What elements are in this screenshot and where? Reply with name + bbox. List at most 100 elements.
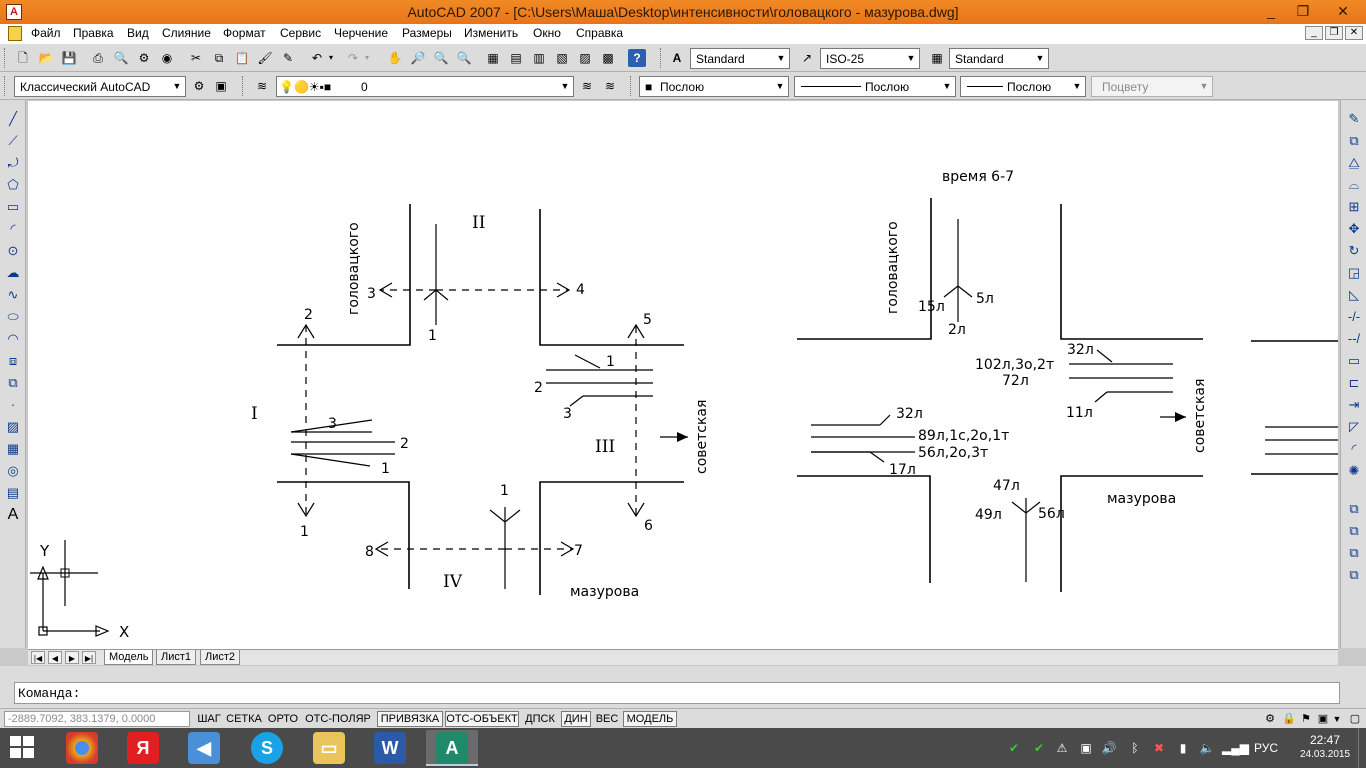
color-select[interactable]: ■ Послою ▼ <box>639 76 789 97</box>
text-style-select[interactable]: Standard ▼ <box>690 48 790 69</box>
clock[interactable]: 22:47 24.03.2015 <box>1300 733 1350 762</box>
network-icon[interactable]: ▂▄▆ <box>1222 741 1249 755</box>
communication-center-icon[interactable]: ⚙ <box>1265 713 1275 725</box>
text-style-icon[interactable]: A <box>672 51 682 65</box>
status-menu-icon[interactable]: ▼ <box>1332 714 1342 724</box>
doc-restore-button[interactable]: ❐ <box>1325 26 1343 40</box>
workspace-select[interactable]: Классический AutoCAD ▼ <box>14 76 186 97</box>
tray-settings-icon[interactable]: ▣ <box>1317 713 1329 725</box>
line-icon[interactable]: ╱ <box>9 111 17 126</box>
start-button[interactable] <box>10 736 36 760</box>
zoom-realtime-icon[interactable]: 🔎 <box>410 51 426 65</box>
ducs-toggle[interactable]: ДПСК <box>525 713 555 725</box>
save-icon[interactable]: 💾 <box>61 51 77 65</box>
multiline-text-icon[interactable]: A <box>7 506 19 523</box>
mirror-icon[interactable]: ⧋ <box>1348 155 1360 170</box>
calculator-icon[interactable]: ▩ <box>602 51 614 65</box>
break-icon[interactable]: ⊏ <box>1348 375 1360 390</box>
warning-icon[interactable]: ⚠ <box>1056 741 1068 755</box>
join-icon[interactable]: ⇥ <box>1348 397 1360 412</box>
new-icon[interactable]: 🗋 <box>18 51 28 65</box>
make-block-icon[interactable]: ⧉ <box>8 375 18 390</box>
pan-icon[interactable]: ✋ <box>387 51 403 65</box>
layer-manager-icon[interactable]: ≋ <box>256 79 268 93</box>
linetype-select[interactable]: Послою ▼ <box>794 76 956 97</box>
construction-line-icon[interactable]: ⟋ <box>8 133 18 148</box>
trim-icon[interactable]: -/- <box>1347 309 1361 324</box>
toolbar-grip[interactable] <box>4 48 7 68</box>
coordinates-display[interactable]: -2889.7092, 383.1379, 0.0000 <box>4 711 190 727</box>
bluetooth-icon[interactable]: ᛒ <box>1131 741 1139 755</box>
send-to-back-icon[interactable]: ⧉ <box>1349 545 1359 560</box>
xref-notification-icon[interactable]: ⚑ <box>1301 713 1311 725</box>
hatch-icon[interactable]: ▨ <box>6 419 20 434</box>
speaker-icon[interactable]: 🔈 <box>1199 741 1215 755</box>
rectangle-icon[interactable]: ▭ <box>6 199 20 214</box>
zoom-window-icon[interactable]: 🔍 <box>433 51 449 65</box>
spline-icon[interactable]: ∿ <box>7 287 19 302</box>
scale-icon[interactable]: ◲ <box>1347 265 1361 280</box>
menu-dimension[interactable]: Размеры <box>402 26 452 40</box>
bring-above-icon[interactable]: ⧉ <box>1349 567 1359 582</box>
next-tab-icon[interactable]: ▶ <box>65 651 79 664</box>
copy-icon[interactable]: ⧉ <box>214 51 224 65</box>
chamfer-icon[interactable]: ◸ <box>1349 419 1359 434</box>
ortho-toggle[interactable]: ОРТО <box>267 713 299 725</box>
menu-file[interactable]: Файл <box>31 26 61 40</box>
lineweight-select[interactable]: Послою ▼ <box>960 76 1086 97</box>
osnap-toggle[interactable]: ПРИВЯЗКА <box>377 711 443 727</box>
close-button[interactable]: ✕ <box>1337 3 1349 19</box>
grid-toggle[interactable]: СЕТКА <box>226 713 262 725</box>
snap-toggle[interactable]: ШАГ <box>197 713 221 725</box>
help-icon[interactable]: ? <box>628 49 646 67</box>
workspace-settings-icon[interactable]: ⚙ <box>193 79 205 93</box>
fillet-icon[interactable]: ◜ <box>1351 441 1357 456</box>
polyline-icon[interactable]: ⤾ <box>7 155 19 170</box>
menu-format[interactable]: Формат <box>223 26 266 40</box>
menu-tools[interactable]: Сервис <box>280 26 322 40</box>
tab-layout1[interactable]: Лист1 <box>156 650 197 665</box>
tool-palettes-icon[interactable]: ▥ <box>533 51 545 65</box>
prev-tab-icon[interactable]: ◀ <box>48 651 62 664</box>
properties-icon[interactable]: ▦ <box>487 51 499 65</box>
rotate-icon[interactable]: ↻ <box>1348 243 1360 258</box>
menu-window[interactable]: Окно <box>533 26 561 40</box>
stretch-icon[interactable]: ◺ <box>1349 287 1359 302</box>
region-icon[interactable]: ◎ <box>7 463 19 478</box>
arc-icon[interactable]: ◜ <box>10 221 16 236</box>
layer-select[interactable]: 💡🟡☀▪■ 0 ▼ <box>276 76 574 97</box>
web-icon[interactable]: ◉ <box>161 51 173 65</box>
usb-icon[interactable]: ✖ <box>1153 741 1165 755</box>
redo-dropdown-icon[interactable]: ▾ <box>364 53 369 62</box>
draw-order-icon[interactable]: ⧉ <box>1349 501 1359 516</box>
language-indicator[interactable]: РУС <box>1254 741 1279 755</box>
menu-draw[interactable]: Черчение <box>334 26 389 40</box>
ellipse-arc-icon[interactable]: ◠ <box>7 331 19 346</box>
document-icon[interactable] <box>8 26 22 41</box>
insert-block-icon[interactable]: ⧈ <box>8 353 18 368</box>
open-icon[interactable]: 📂 <box>38 51 54 65</box>
taskbar-yandex[interactable]: Я <box>117 730 169 766</box>
model-toggle[interactable]: МОДЕЛЬ <box>623 711 677 727</box>
taskbar-word[interactable]: W <box>364 730 416 766</box>
tray-app-icon[interactable]: ▣ <box>1080 741 1092 755</box>
volume-mixer-icon[interactable]: 🔊 <box>1101 741 1117 755</box>
menu-view[interactable]: Вид <box>127 26 149 40</box>
zoom-previous-icon[interactable]: 🔍 <box>456 51 472 65</box>
first-tab-icon[interactable]: |◀ <box>31 651 45 664</box>
tab-model[interactable]: Модель <box>104 650 154 665</box>
lock-icon[interactable]: 🔒 <box>1282 713 1296 725</box>
dim-style-icon[interactable]: ↗ <box>801 51 813 65</box>
check-icon[interactable]: ✔ <box>1008 741 1020 755</box>
toolbar-grip[interactable] <box>242 76 245 96</box>
doc-close-button[interactable]: ✕ <box>1345 26 1363 40</box>
polygon-icon[interactable]: ⬠ <box>7 177 19 192</box>
taskbar-explorer[interactable]: ▭ <box>303 730 355 766</box>
menu-help[interactable]: Справка <box>576 26 624 40</box>
make-layer-current-icon[interactable]: ≋ <box>581 79 593 93</box>
table-style-icon[interactable]: ▦ <box>931 51 943 65</box>
dim-style-select[interactable]: ISO-25 ▼ <box>820 48 920 69</box>
revision-cloud-icon[interactable]: ☁ <box>6 265 20 280</box>
restore-button[interactable]: ❐ <box>1296 3 1310 19</box>
match-properties-icon[interactable]: 🖌 <box>257 51 273 65</box>
